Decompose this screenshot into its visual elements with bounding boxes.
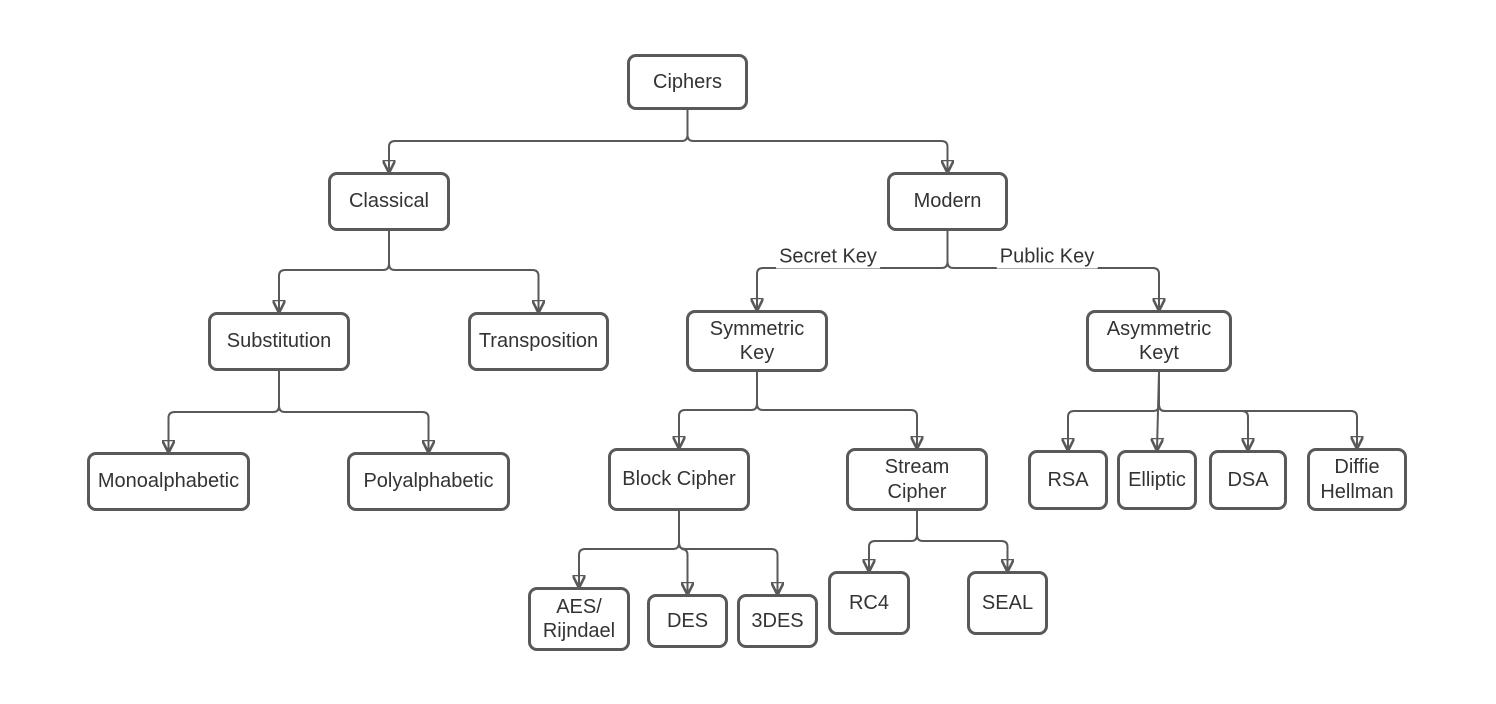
- node-label-symmetric-key: Symmetric Key: [709, 317, 805, 364]
- node-diffie-hellman: Diffie Hellman: [1307, 448, 1407, 511]
- node-label-aes-rijndael: AES/ Rijndael: [542, 595, 616, 642]
- edge-label-public-key: Public Key: [996, 245, 1098, 269]
- node-label-rsa: RSA: [1047, 468, 1089, 491]
- node-label-rc4: RC4: [848, 591, 889, 614]
- node-polyalphabetic: Polyalphabetic: [347, 452, 510, 511]
- edge-block-cipher-to-aes-rijndael: [579, 511, 680, 586]
- node-rsa: RSA: [1028, 450, 1108, 510]
- node-asymmetric-keyt: Asymmetric Keyt: [1086, 310, 1232, 372]
- node-label-ciphers: Ciphers: [653, 70, 722, 93]
- node-3des: 3DES: [737, 594, 818, 648]
- edge-modern-to-symmetric-key: [757, 231, 949, 309]
- edge-substitution-to-polyalphabetic: [278, 371, 429, 451]
- node-monoalphabetic: Monoalphabetic: [87, 452, 250, 511]
- edge-ciphers-to-modern: [686, 110, 948, 171]
- node-rc4: RC4: [828, 571, 910, 635]
- node-label-3des: 3DES: [751, 609, 804, 632]
- node-label-block-cipher: Block Cipher: [622, 468, 736, 491]
- node-classical: Classical: [328, 172, 450, 231]
- node-label-classical: Classical: [348, 190, 430, 213]
- node-label-substitution: Substitution: [226, 330, 332, 353]
- edge-label-secret-key: Secret Key: [776, 245, 880, 269]
- edge-modern-to-asymmetric-keyt: [946, 231, 1160, 309]
- node-label-transposition: Transposition: [478, 330, 599, 353]
- edge-asymmetric-keyt-to-diffie-hellman: [1158, 372, 1357, 447]
- node-transposition: Transposition: [468, 312, 609, 371]
- edge-stream-cipher-to-rc4: [869, 511, 918, 570]
- node-stream-cipher: Stream Cipher: [846, 448, 988, 511]
- node-block-cipher: Block Cipher: [608, 448, 750, 511]
- edge-ciphers-to-classical: [389, 110, 689, 171]
- edge-symmetric-key-to-stream-cipher: [756, 372, 917, 447]
- node-substitution: Substitution: [208, 312, 350, 371]
- node-label-diffie-hellman: Diffie Hellman: [1320, 456, 1394, 503]
- edge-symmetric-key-to-block-cipher: [679, 372, 758, 447]
- node-label-elliptic: Elliptic: [1128, 468, 1186, 491]
- node-label-polyalphabetic: Polyalphabetic: [363, 470, 494, 493]
- node-modern: Modern: [887, 172, 1008, 231]
- node-elliptic: Elliptic: [1117, 450, 1197, 510]
- node-label-modern: Modern: [913, 190, 982, 213]
- edge-classical-to-substitution: [279, 231, 390, 311]
- edge-block-cipher-to-des: [678, 511, 688, 593]
- node-label-stream-cipher: Stream Cipher: [884, 456, 950, 503]
- node-label-monoalphabetic: Monoalphabetic: [97, 470, 240, 493]
- node-label-dsa: DSA: [1227, 468, 1269, 491]
- node-label-asymmetric-keyt: Asymmetric Keyt: [1106, 317, 1212, 364]
- node-ciphers: Ciphers: [627, 54, 748, 110]
- node-des: DES: [647, 594, 728, 648]
- node-label-des: DES: [666, 609, 709, 632]
- node-symmetric-key: Symmetric Key: [686, 310, 828, 372]
- node-label-seal: SEAL: [981, 591, 1034, 614]
- edge-block-cipher-to-3des: [678, 511, 778, 593]
- edge-substitution-to-monoalphabetic: [169, 371, 280, 451]
- node-seal: SEAL: [967, 571, 1048, 635]
- node-aes-rijndael: AES/ Rijndael: [528, 587, 630, 651]
- edge-classical-to-transposition: [388, 231, 539, 311]
- edge-asymmetric-keyt-to-rsa: [1068, 372, 1160, 449]
- edge-stream-cipher-to-seal: [916, 511, 1008, 570]
- node-dsa: DSA: [1209, 450, 1287, 510]
